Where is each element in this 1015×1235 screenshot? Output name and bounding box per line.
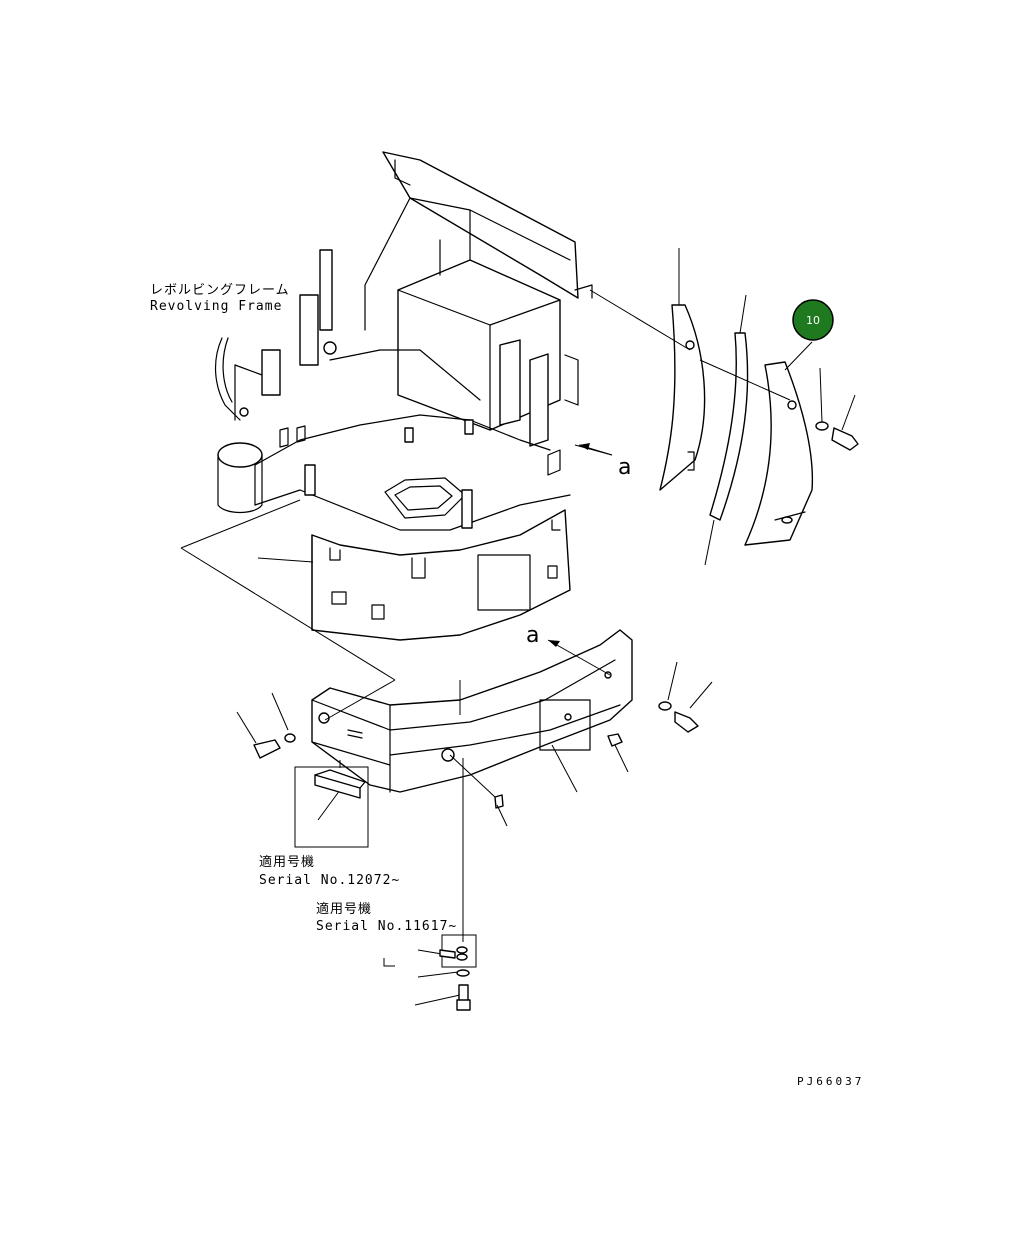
callout-badge-10[interactable]: 10 bbox=[792, 299, 834, 341]
revolving-frame-label-en: Revolving Frame bbox=[150, 299, 282, 314]
drawing-code: PJ66037 bbox=[797, 1075, 864, 1088]
side-cover-parts bbox=[659, 304, 814, 546]
view-a-label-lower: a bbox=[526, 623, 539, 648]
callout-number: 10 bbox=[806, 314, 820, 327]
counterweight bbox=[311, 629, 633, 793]
revolving-frame-label-jp: レボルビングフレーム bbox=[150, 283, 290, 298]
bolt-right-mid bbox=[658, 701, 699, 733]
nut-right bbox=[607, 733, 623, 747]
leader-lines bbox=[180, 248, 856, 1006]
serial-1-label-en: Serial No.12072~ bbox=[259, 873, 400, 888]
counterweight-liner bbox=[311, 509, 571, 641]
view-arrow-lower bbox=[548, 640, 560, 647]
serial-2-label-jp: 適用号機 bbox=[316, 901, 372, 917]
pin-center bbox=[494, 794, 504, 809]
bolt-left bbox=[253, 733, 296, 759]
view-arrow-upper bbox=[578, 443, 613, 456]
serial-2-label-en: Serial No.11617~ bbox=[316, 919, 457, 934]
serial-1-label-jp: 適用号機 bbox=[259, 854, 315, 870]
serial-detail-box-1 bbox=[294, 766, 369, 848]
bolt-right-top bbox=[815, 421, 859, 451]
serial-detail-box-2 bbox=[383, 934, 477, 1011]
revolving-frame bbox=[214, 151, 593, 531]
view-a-label-upper: a bbox=[618, 455, 631, 480]
